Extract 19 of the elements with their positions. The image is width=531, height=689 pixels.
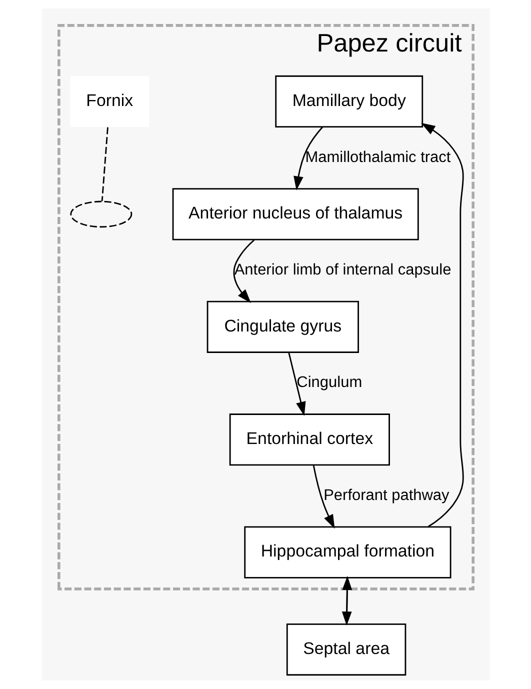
node-box: Mamillary body — [274, 75, 423, 128]
node-box: Septal area — [286, 623, 406, 676]
edge-label: Anterior limb of internal capsule — [234, 261, 451, 278]
edge-label: Perforant pathway — [323, 486, 449, 504]
arrow — [232, 239, 254, 304]
edge-label: Cingulum — [296, 374, 362, 392]
edge-label: Mamillothalamic tract — [304, 148, 450, 166]
node-box: Hippocampal formation — [244, 526, 451, 578]
arrow — [293, 126, 323, 190]
node-box: Cingulate gyrus — [206, 300, 358, 353]
arrow — [341, 578, 352, 626]
node-ellipse — [70, 200, 132, 228]
arrow — [312, 465, 334, 529]
node-box: Entorhinal cortex — [228, 414, 390, 466]
arrow — [288, 352, 306, 416]
node-box: Fornix — [70, 76, 149, 127]
node-box: Anterior nucleus of thalamus — [172, 188, 418, 240]
connector — [100, 127, 108, 202]
arrow — [420, 122, 464, 528]
